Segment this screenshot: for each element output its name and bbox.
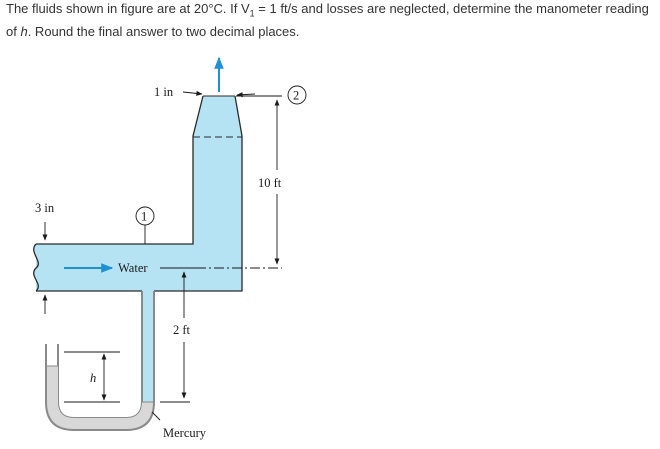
manometer-outer-wall	[57, 291, 143, 419]
ten-ft-label: 10 ft	[258, 176, 282, 190]
h-label: h	[90, 371, 96, 385]
velocity-subscript: 1	[249, 8, 255, 19]
water-pipe-body	[36, 96, 242, 402]
pipe-break-line	[33, 243, 39, 292]
station-2-label: 2	[293, 89, 299, 103]
one-in-arrow-left	[182, 90, 203, 96]
mercury-label: Mercury	[163, 426, 207, 440]
problem-text-3: . Round the final answer to two decimal …	[27, 23, 300, 39]
three-in-label: 3 in	[35, 201, 55, 215]
problem-text-2: = 1 ft/s and losses are neglected, deter…	[6, 1, 649, 39]
station-2-circle	[287, 85, 307, 105]
two-ft-label: 2 ft	[173, 323, 191, 337]
problem-statement: The fluids shown in figure are at 20°C. …	[6, 0, 656, 40]
pipe-outline	[36, 95, 243, 292]
problem-variable-h: h	[20, 23, 28, 39]
water-label: Water	[118, 261, 148, 275]
mercury-leader	[151, 411, 161, 421]
manometer-mercury	[46, 366, 154, 430]
one-in-arrow-right	[236, 92, 256, 98]
manometer-inner-wall	[45, 291, 155, 431]
station-1-label: 1	[141, 210, 147, 224]
problem-text-1: The fluids shown in figure are at 20°C. …	[6, 1, 250, 16]
one-in-label: 1 in	[154, 85, 174, 99]
